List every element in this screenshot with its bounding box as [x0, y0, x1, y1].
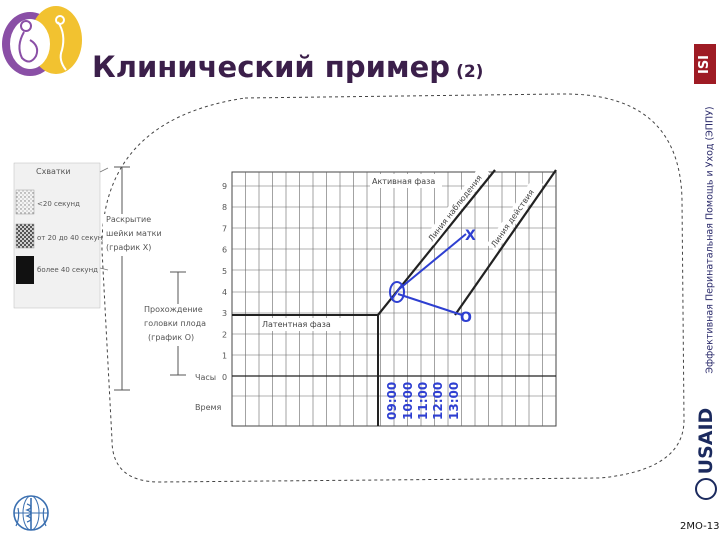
dilation-bracket: Раскрытие шейки матки (график X): [103, 166, 162, 391]
legend-item-1: <20 секунд: [37, 200, 80, 208]
descent-label-line3: (график O): [148, 333, 194, 342]
action-line: [454, 169, 557, 316]
title-text: Клинический пример: [92, 50, 451, 84]
time-label: Время: [195, 403, 222, 412]
active-phase-label: Активная фаза: [372, 177, 435, 186]
isi-logo: ISI: [694, 44, 716, 84]
time-entry: 11:00: [416, 382, 430, 420]
blue-annotations: X O: [389, 228, 476, 326]
y-tick-label: 3: [222, 309, 227, 318]
hours-label: Часы: [195, 373, 216, 382]
title-number: (2): [456, 62, 484, 82]
time-entry: 12:00: [431, 382, 445, 420]
y-tick-label: 1: [222, 352, 227, 361]
time-entry: 10:00: [401, 382, 415, 420]
legend-swatch-checker: [15, 223, 35, 249]
y-axis-labels: 9 8 7 6 5 4 3 2 1 0: [222, 182, 227, 382]
y-tick-label: 0: [222, 373, 227, 382]
descent-o-marker: O: [460, 310, 472, 326]
y-tick-label: 9: [222, 182, 227, 191]
legend-item-3: более 40 секунд: [37, 266, 98, 274]
descent-label-line1: Прохождение: [144, 305, 203, 314]
dilation-trend-line: [397, 233, 467, 291]
y-tick-label: 2: [222, 330, 227, 339]
time-entry: 13:00: [447, 382, 461, 420]
legend-swatch-solid: [16, 256, 34, 284]
legend-swatch-dots: [15, 189, 35, 215]
y-tick-label: 5: [222, 267, 227, 276]
time-entry: 09:00: [385, 382, 399, 420]
slide-code: 2MO-13: [680, 521, 720, 532]
y-tick-label: 4: [222, 288, 227, 297]
legend-item-2: от 20 до 40 секунд: [37, 234, 107, 242]
dilation-label-line1: Раскрытие: [106, 215, 151, 224]
dilation-label-line3: (график X): [106, 243, 151, 252]
y-tick-label: 6: [222, 246, 227, 255]
descent-label-line2: головки плода: [144, 319, 206, 328]
contractions-legend: Схватки <20 секунд от 20 до 40 секунд бо…: [13, 162, 107, 309]
descent-trend-line: [397, 293, 463, 316]
latent-phase-label: Латентная фаза: [262, 320, 331, 329]
descent-circle-marker: [389, 281, 405, 303]
legend-title: Схватки: [36, 167, 71, 176]
usaid-seal-icon: [695, 478, 717, 500]
dilation-label-line2: шейки матки: [106, 229, 162, 238]
slide-title: Клинический пример(2): [92, 50, 483, 84]
who-emblem-icon: [13, 495, 49, 531]
pregnant-mother-logo-icon: [0, 0, 84, 78]
y-tick-label: 7: [222, 224, 227, 233]
y-tick-label: 8: [222, 203, 227, 212]
partograph-grid: [231, 171, 557, 427]
dilation-x-marker: X: [465, 228, 476, 244]
descent-bracket: Прохождение головки плода (график O): [142, 271, 208, 376]
